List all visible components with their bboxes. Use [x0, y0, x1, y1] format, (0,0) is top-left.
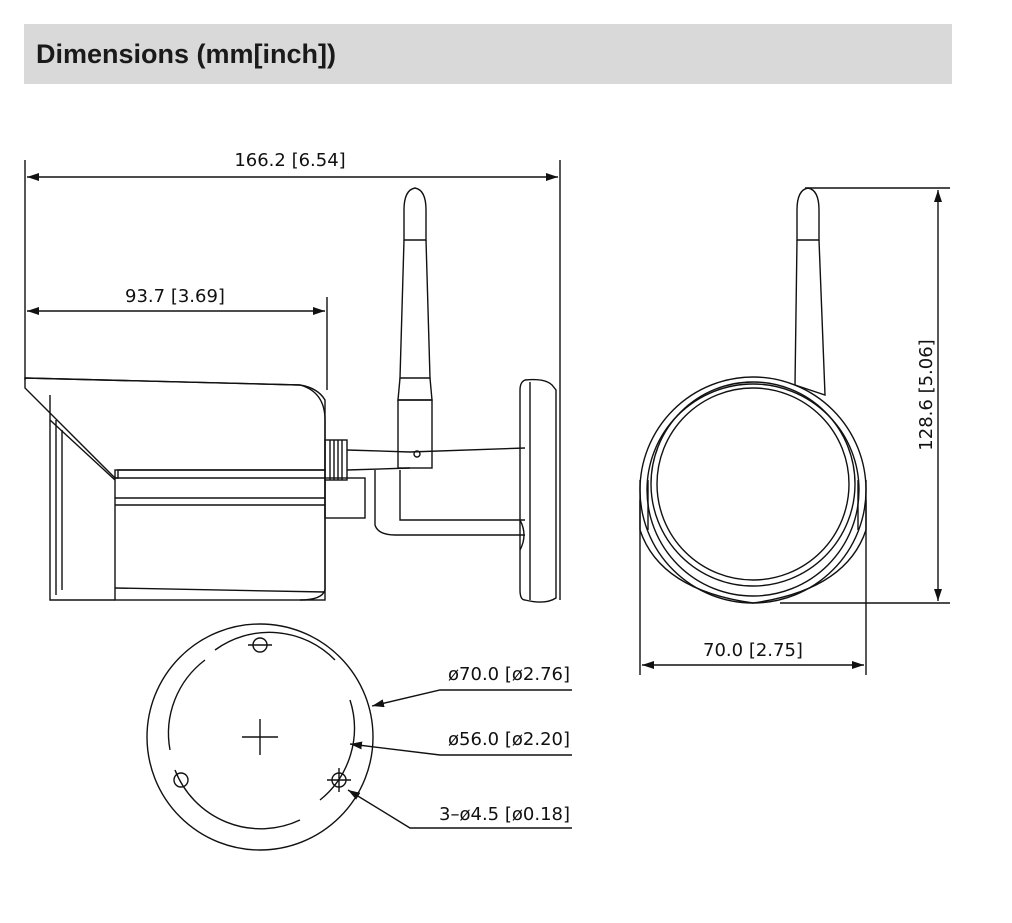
lens-front [49, 395, 115, 601]
front-view [639, 187, 950, 675]
mount-base-side [519, 378, 557, 603]
base-inner-arc-top [214, 631, 336, 661]
leader-inner-diameter [349, 741, 572, 756]
front-outer-ring [639, 376, 867, 604]
section-title: Dimensions (mm[inch]) [36, 39, 337, 69]
front-antenna-stem [794, 239, 826, 396]
side-view [24, 160, 561, 603]
base-inner-arc-right [319, 699, 356, 801]
base-outer-circle [146, 623, 374, 851]
label-overall-length: 166.2 [6.54] [234, 150, 345, 171]
section-header: Dimensions (mm[inch]) [24, 24, 952, 84]
connector [324, 439, 348, 481]
base-inner-arc-bottom [174, 769, 301, 830]
bracket-arm [374, 470, 525, 536]
label-body-length: 93.7 [3.69] [125, 286, 225, 307]
front-lens-window [656, 387, 850, 581]
label-front-width: 70.0 [2.75] [703, 640, 803, 661]
mount-base-view [146, 623, 572, 851]
leader-outer-diameter [371, 689, 572, 708]
front-antenna-tip [796, 187, 820, 241]
label-base-inner-diameter: ø56.0 [ø2.20] [448, 729, 570, 750]
label-mounting-holes: 3–ø4.5 [ø0.18] [439, 804, 570, 825]
sunshield [24, 377, 326, 479]
camera-body [114, 469, 326, 601]
front-sunshield-ring [650, 381, 856, 587]
base-inner-arc-left [167, 659, 206, 751]
mount-hole-left [173, 772, 189, 788]
antenna-stem [399, 239, 431, 379]
antenna-base [397, 399, 433, 469]
label-base-outer-diameter: ø70.0 [ø2.76] [448, 664, 570, 685]
antenna-tip [403, 187, 427, 241]
label-overall-height: 128.6 [5.06] [916, 339, 937, 450]
leader-mounting-holes [347, 789, 572, 829]
